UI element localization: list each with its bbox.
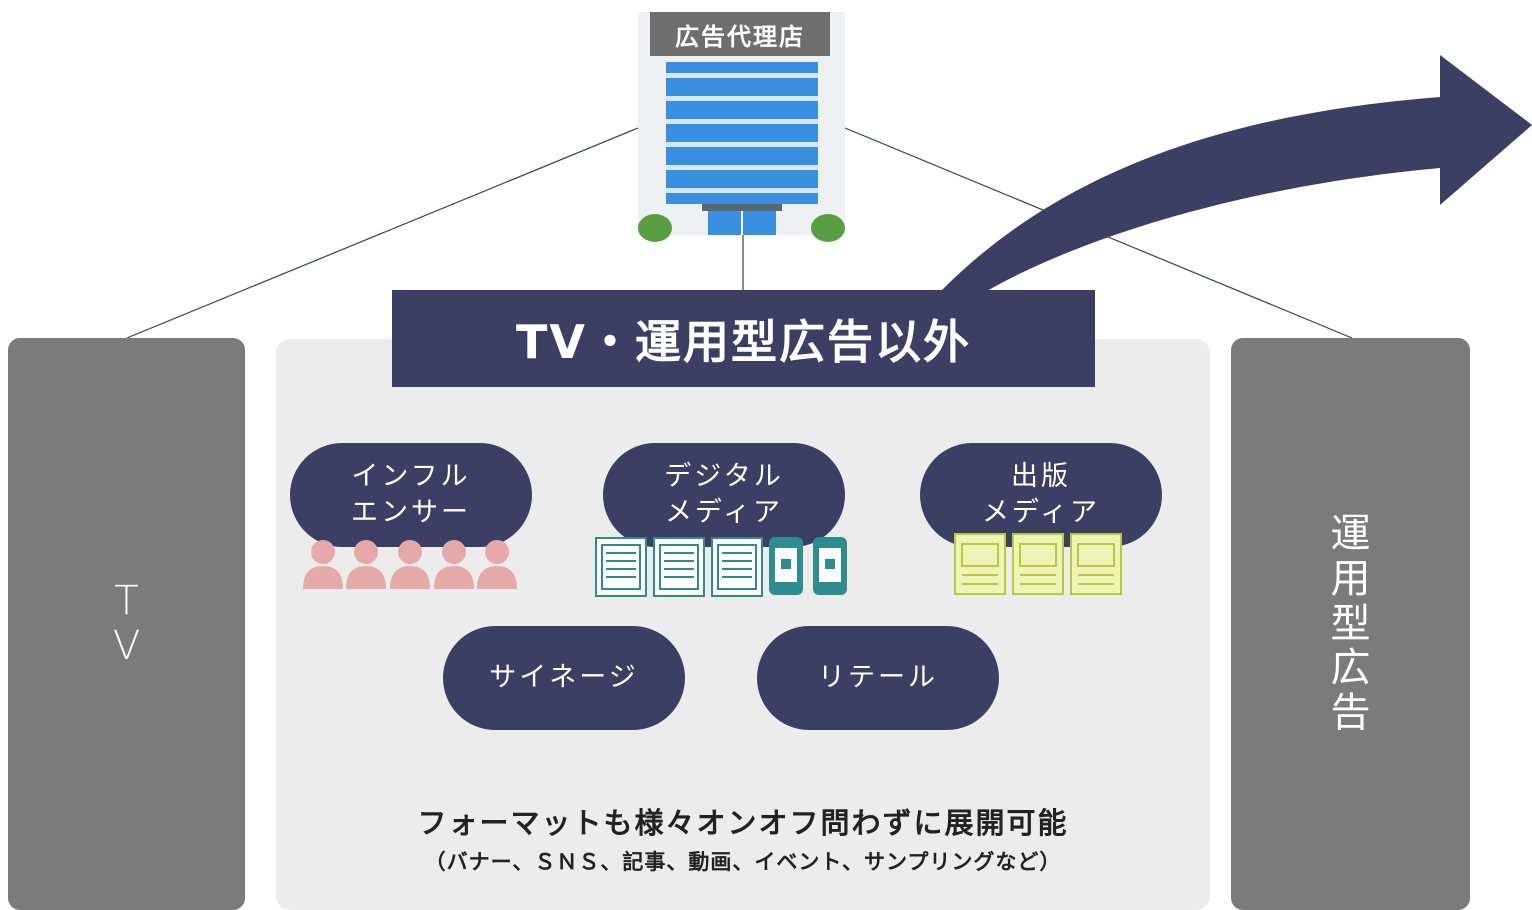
media-pill-publishing: 出版 メディア <box>920 443 1162 547</box>
media-pill-signage: サイネージ <box>443 626 685 730</box>
connector-line-tv <box>126 127 639 339</box>
other-media-panel <box>276 339 1210 910</box>
banner-title: TV・運用型広告以外 <box>392 290 1095 387</box>
media-pill-retail: リテール <box>757 626 999 730</box>
footer-main-text: フォーマットも様々オンオフ問わずに展開可能 <box>417 806 1069 840</box>
footer-sub-text: （バナー、ＳＮＳ、記事、動画、イベント、サンプリングなど） <box>424 850 1062 874</box>
programmatic-ad-pillar-label: 運 用 型 広 告 <box>1330 511 1371 737</box>
tv-pillar-label: T V <box>112 578 141 669</box>
media-pill-influencer: インフル エンサー <box>290 443 532 547</box>
tv-pillar: T V <box>8 338 245 910</box>
media-pill-digital: デジタル メディア <box>603 443 845 547</box>
programmatic-ad-pillar: 運 用 型 広 告 <box>1231 338 1470 910</box>
agency-label: 広告代理店 <box>650 12 830 56</box>
growth-arrow <box>940 55 1532 292</box>
